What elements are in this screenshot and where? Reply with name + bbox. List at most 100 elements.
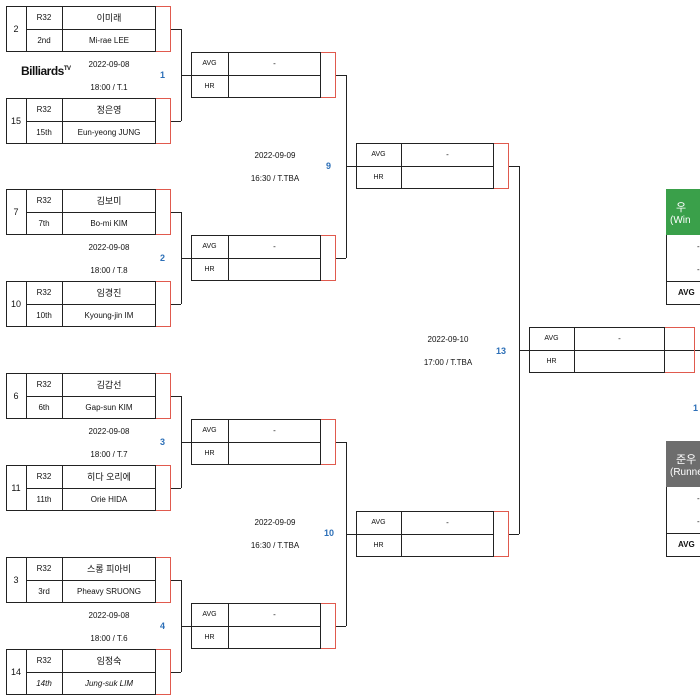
bracket-line (181, 626, 191, 627)
round-label: R32 (36, 656, 52, 665)
score-marker (156, 557, 171, 558)
divider (26, 121, 156, 122)
divider (191, 258, 321, 259)
avg-label: AVG (544, 335, 559, 342)
bracket-line (171, 29, 181, 30)
score-marker (494, 511, 509, 512)
score-marker (321, 97, 336, 98)
score-marker (156, 373, 171, 374)
score-marker (665, 327, 695, 328)
match-number: 4 (160, 621, 166, 631)
avg-label: AVG (202, 243, 217, 250)
score-marker (694, 327, 695, 373)
match-number: 2 (160, 253, 166, 263)
runner_up-row: - (697, 517, 700, 526)
player-name-korean: 김갑선 (96, 380, 122, 390)
match-date: 2022-09-08 (88, 427, 130, 436)
match-date: 2022-09-09 (254, 518, 296, 527)
match-date: 2022-09-08 (88, 243, 130, 252)
score-marker (156, 465, 171, 466)
bracket-line (171, 580, 181, 581)
player-name-english: Gap-sun KIM (85, 403, 133, 412)
score-marker (665, 372, 695, 373)
bracket-line (171, 212, 181, 213)
match-time: 18:00 / T.8 (90, 266, 128, 275)
score-marker (156, 418, 171, 419)
hr-label: HR (373, 542, 384, 549)
bracket-line (519, 350, 529, 351)
hr-label: HR (546, 358, 557, 365)
score-marker (335, 52, 336, 98)
seed-number: 2 (13, 24, 19, 34)
player-name-english: Eun-yeong JUNG (77, 128, 141, 137)
match-date: 2022-09-08 (88, 60, 130, 69)
avg-label: AVG (371, 151, 386, 158)
hr-label: HR (204, 83, 215, 90)
score-marker (156, 649, 171, 650)
player-name-english: Jung-suk LIM (84, 679, 134, 688)
billiards-tv-logo: BilliardsTV (21, 64, 71, 78)
match-number: 3 (160, 437, 166, 447)
bracket-line (336, 442, 346, 443)
seed-number: 14 (10, 667, 21, 677)
divider (529, 350, 700, 351)
round-label: R32 (36, 105, 52, 114)
divider (26, 488, 156, 489)
winner-title: 우 (676, 201, 687, 214)
divider (26, 29, 156, 30)
player-name-english: Orie HIDA (90, 495, 128, 504)
score-marker (170, 373, 171, 419)
divider (26, 580, 156, 581)
round-label: R32 (36, 196, 52, 205)
winner-avg-label: AVG (678, 288, 695, 297)
score-marker (170, 465, 171, 511)
score-marker (321, 648, 336, 649)
score-marker (321, 464, 336, 465)
avg-value: - (273, 59, 276, 68)
player-name-korean: 임정숙 (96, 656, 122, 666)
bracket-line (346, 534, 356, 535)
bracket-line (171, 304, 181, 305)
score-marker (156, 51, 171, 52)
score-marker (494, 556, 509, 557)
seed-number: 3 (13, 575, 19, 585)
match-number: 1 (693, 403, 699, 413)
logo-sup: TV (63, 66, 71, 72)
rank-label: 14th (36, 679, 52, 688)
rank-label: 10th (36, 311, 52, 320)
rank-label: 11th (36, 495, 52, 504)
runner_up-row: - (697, 494, 700, 503)
avg-value: - (273, 242, 276, 251)
match-number: 9 (326, 161, 332, 171)
divider (356, 534, 494, 535)
match-time: 18:00 / T.7 (90, 450, 128, 459)
bracket-line (509, 166, 519, 167)
player-name-korean: 이미래 (96, 13, 122, 23)
bracket-line (346, 166, 356, 167)
divider (191, 626, 321, 627)
player-name-english: Pheavy SRUONG (76, 587, 142, 596)
player-name-korean: 임경진 (96, 288, 122, 298)
hr-label: HR (373, 174, 384, 181)
winner-subtitle: (Win (670, 214, 691, 226)
bracket-line (171, 121, 181, 122)
score-marker (321, 52, 336, 53)
divider (191, 75, 321, 76)
divider (356, 166, 494, 167)
bracket-line (336, 75, 346, 76)
rank-label: 6th (38, 403, 50, 412)
bracket-line (336, 626, 346, 627)
score-marker (508, 511, 509, 557)
score-marker (170, 98, 171, 144)
avg-value: - (446, 518, 449, 527)
seed-number: 7 (13, 207, 19, 217)
score-marker (494, 143, 509, 144)
bracket-line (171, 672, 181, 673)
score-marker (156, 6, 171, 7)
runner_up-subtitle: (Runne (670, 466, 700, 478)
match-date: 2022-09-09 (254, 151, 296, 160)
runner_up-avg-label: AVG (678, 540, 695, 549)
player-name-korean: 김보미 (96, 196, 122, 206)
avg-label: AVG (202, 427, 217, 434)
match-number: 10 (324, 528, 335, 538)
